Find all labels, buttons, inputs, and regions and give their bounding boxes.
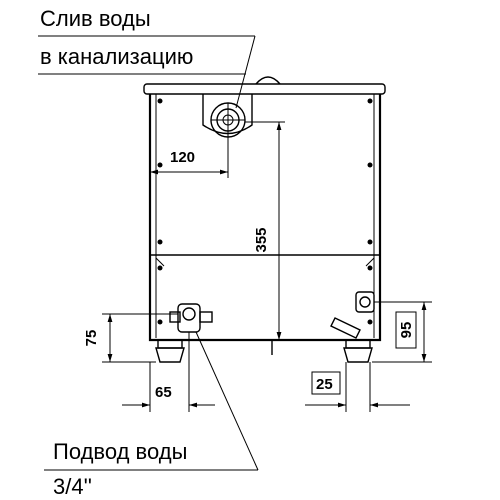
dim-355: 355 xyxy=(245,121,285,340)
supply-label-line2: 3/4'' xyxy=(53,474,92,499)
dim-95: 95 xyxy=(372,301,432,363)
dim-355-value: 355 xyxy=(253,227,270,252)
drain-label-line1: Слив воды xyxy=(40,6,151,31)
supply-leader-line xyxy=(195,331,259,471)
dim-75: 75 xyxy=(83,313,178,363)
right-valve xyxy=(330,291,375,339)
drain-label-line2: в канализацию xyxy=(40,44,193,69)
dim-95-value: 95 xyxy=(398,322,415,339)
dim-65-value: 65 xyxy=(155,384,172,401)
machine-body xyxy=(143,76,386,342)
drain-leader-line xyxy=(235,35,256,109)
supply-label-line1: Подвод воды xyxy=(53,439,187,464)
dim-75-value: 75 xyxy=(83,330,100,347)
machine-feet xyxy=(155,339,373,363)
dim-25-value: 25 xyxy=(316,376,333,393)
dim-120: 120 xyxy=(150,137,229,178)
drain-outlet xyxy=(202,94,253,138)
dim-65: 65 xyxy=(122,332,215,412)
dim-25: 25 xyxy=(305,362,410,412)
water-inlet xyxy=(169,303,213,333)
dim-120-value: 120 xyxy=(170,149,195,166)
